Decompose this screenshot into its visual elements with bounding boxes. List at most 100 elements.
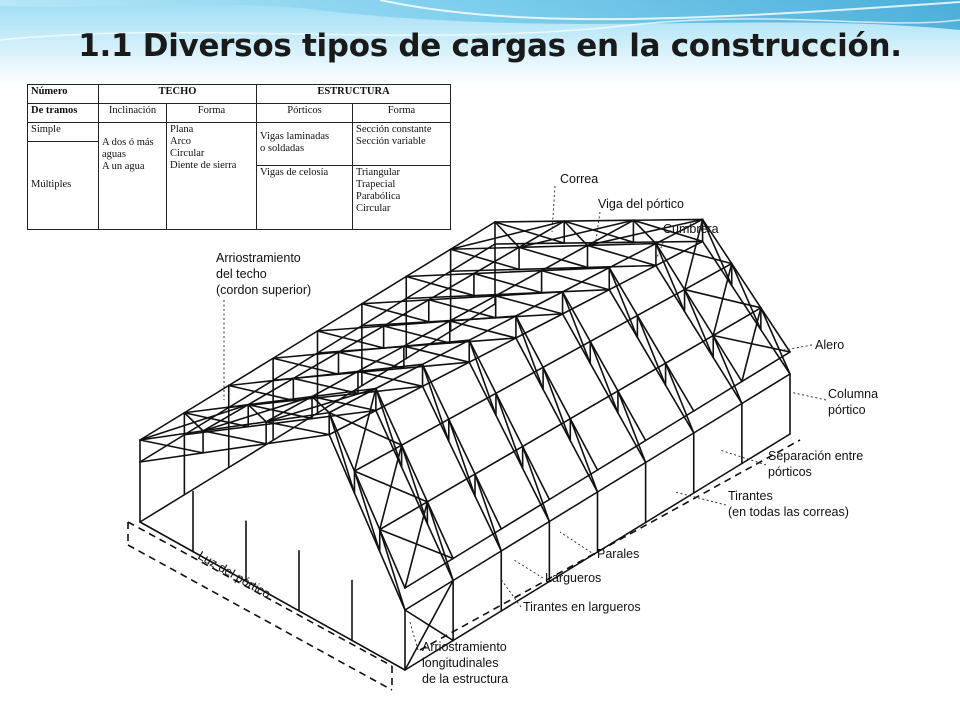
truss-diagonal xyxy=(400,444,429,525)
steel-structure-diagram: Correa Viga del pórtico Cumbrera Arriost… xyxy=(127,172,882,691)
truss-diagonal xyxy=(563,220,635,244)
label-viga-portico: Viga del pórtico xyxy=(598,197,684,211)
roof-bracing xyxy=(404,501,429,589)
structure-lines xyxy=(139,218,791,671)
leader-line xyxy=(719,449,767,466)
label-alero: Alero xyxy=(815,338,844,352)
truss-diagonal xyxy=(683,288,715,359)
truss-diagonal xyxy=(427,298,497,319)
leader-line xyxy=(783,344,813,351)
base-left xyxy=(139,303,496,523)
truss-diagonal xyxy=(403,345,471,363)
truss-diagonal xyxy=(632,219,704,243)
truss-diagonal xyxy=(247,403,313,420)
cell-multiples: Múltiples xyxy=(27,140,99,231)
leader-line xyxy=(551,185,556,233)
truss-diagonal xyxy=(589,340,619,414)
truss-diagonal xyxy=(375,387,403,468)
leader-line xyxy=(513,559,544,579)
header-wave-decoration xyxy=(0,0,960,84)
truss-diagonal xyxy=(292,377,359,395)
truss-diagonal xyxy=(468,339,497,417)
roof-bracing xyxy=(683,218,704,291)
leader-lines xyxy=(223,185,827,651)
truss-diagonal xyxy=(311,395,377,412)
truss-diagonal xyxy=(542,366,572,442)
leader-line xyxy=(789,391,827,401)
truss-diagonal xyxy=(608,266,639,339)
header-forma-estructura: Forma xyxy=(351,102,452,123)
building-types-table: Número TECHO ESTRUCTURA De tramos Inclin… xyxy=(27,84,452,231)
truss-diagonal xyxy=(405,275,475,297)
truss-diagonal xyxy=(357,370,424,388)
leader-line xyxy=(499,577,522,608)
label-correa: Correa xyxy=(560,172,598,186)
truss-diagonal xyxy=(495,392,524,470)
truss-diagonal xyxy=(655,242,686,313)
header-inclinacion: Inclinación xyxy=(98,102,167,123)
label-separacion-porticos: Separación entre pórticos xyxy=(768,449,867,479)
truss-diagonal xyxy=(448,320,517,339)
roof-bracing xyxy=(494,221,520,249)
roof-bracing xyxy=(712,262,733,337)
truss-diagonal xyxy=(617,390,647,464)
table-row: Simple A dos ó más aguas A un agua Plana… xyxy=(27,121,452,231)
label-columna-portico: Columna pórtico xyxy=(828,387,882,417)
header-de-tramos: De tramos xyxy=(27,102,99,123)
label-arriostramiento-longitudinal: Arriostramiento longitudinales de la est… xyxy=(422,640,510,686)
table-header-row: Número TECHO ESTRUCTURA xyxy=(27,84,452,104)
label-luz-portico: Luz del pórtico xyxy=(196,548,273,601)
truss-diagonal xyxy=(473,272,543,294)
label-arriostramiento-techo: Arriostramiento del techo (cordon superi… xyxy=(216,251,311,297)
truss-diagonal xyxy=(561,291,592,365)
truss-diagonal xyxy=(337,351,405,370)
truss-diagonal xyxy=(730,262,762,331)
truss-diagonal xyxy=(382,325,451,344)
truss-diagonal xyxy=(139,439,204,454)
leader-line xyxy=(409,621,419,651)
truss-diagonal xyxy=(636,314,667,387)
truss-diagonal xyxy=(328,411,356,494)
header-estructura: ESTRUCTURA xyxy=(255,84,452,104)
wall-bracing xyxy=(404,579,454,671)
truss-diagonal xyxy=(701,218,733,287)
cell-porticos-values-2: Vigas de celosía xyxy=(256,164,353,231)
cell-inclinacion-values: A dos ó más aguas A un agua xyxy=(98,121,167,231)
truss-diagonal xyxy=(447,418,476,497)
cell-forma-estructura-values-2: Triangular Trapecial Parabólica Circular xyxy=(351,164,452,231)
truss-diagonal xyxy=(353,470,381,553)
frame-bottom-chord xyxy=(227,385,503,552)
front-base xyxy=(139,521,406,671)
roof-bracing xyxy=(311,395,331,414)
leader-line xyxy=(559,531,596,556)
roof-bracing xyxy=(247,403,267,423)
span-dimension xyxy=(127,544,393,691)
table-row: Múltiples xyxy=(27,140,451,231)
header-techo: TECHO xyxy=(98,84,257,104)
truss-diagonal xyxy=(540,269,611,291)
truss-diagonal xyxy=(760,306,791,375)
truss-diagonal xyxy=(521,445,551,523)
truss-diagonal xyxy=(664,362,695,434)
label-cumbrera: Cumbrera xyxy=(663,222,719,236)
leader-line xyxy=(595,211,601,241)
label-tirantes: Tirantes (en todas las correas) xyxy=(728,489,849,519)
table-subheader-row: De tramos Inclinación Forma Pórticos For… xyxy=(27,102,452,123)
length-dimension xyxy=(419,439,801,651)
dimension-lines xyxy=(127,439,801,691)
frame-rafter xyxy=(494,218,791,353)
header-forma-techo: Forma xyxy=(166,102,257,123)
leader-line xyxy=(674,491,727,506)
roof-bracing xyxy=(632,219,657,245)
truss-diagonal xyxy=(474,473,503,552)
header-numero: Número xyxy=(27,84,99,104)
slide-title: 1.1 Diversos tipos de cargas en la const… xyxy=(78,28,902,64)
label-largueros: Largueros xyxy=(545,571,601,585)
roof-bracing xyxy=(183,411,204,432)
frame-bottom-chord xyxy=(139,433,406,611)
truss-diagonal xyxy=(712,334,743,405)
truss-diagonal xyxy=(421,363,450,443)
base-right xyxy=(404,433,791,671)
truss-diagonal xyxy=(494,295,564,315)
table-row: Vigas de celosía Triangular Trapecial Pa… xyxy=(28,164,452,231)
